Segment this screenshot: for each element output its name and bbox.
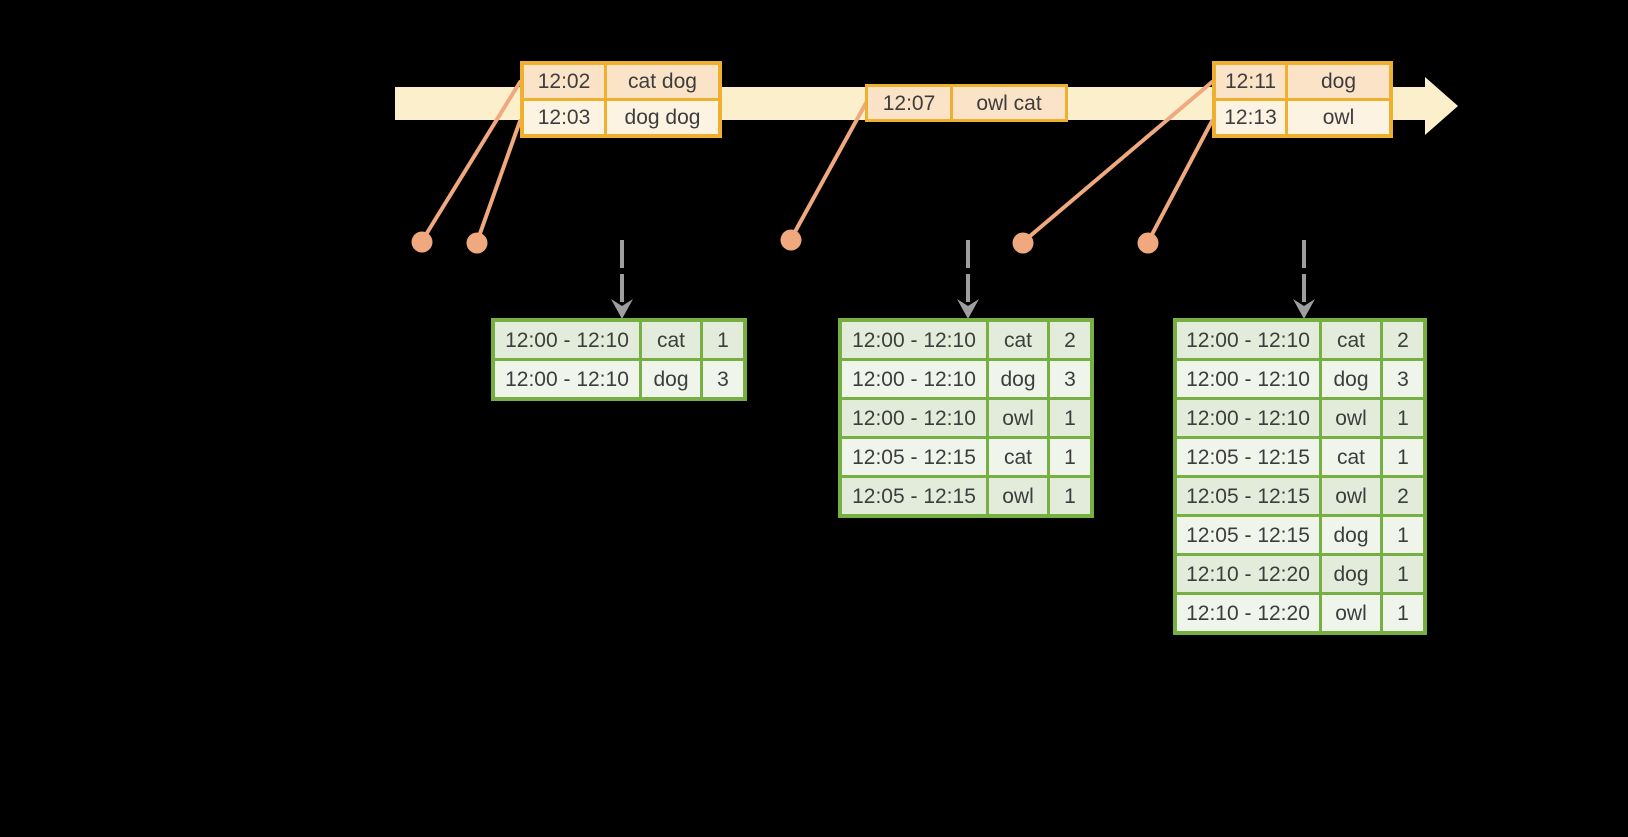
trigger-arrow bbox=[611, 240, 633, 319]
result-window-cell: 12:00 - 12:10 bbox=[1177, 400, 1319, 436]
result-window-cell: 12:00 - 12:10 bbox=[842, 361, 986, 397]
result-window-cell: 12:00 - 12:10 bbox=[495, 361, 639, 397]
result-count-cell: 2 bbox=[1383, 478, 1423, 514]
result-window-cell: 12:00 - 12:10 bbox=[1177, 361, 1319, 397]
result-count-cell: 1 bbox=[1383, 439, 1423, 475]
result-window-cell: 12:00 - 12:10 bbox=[842, 322, 986, 358]
result-word-cell: owl bbox=[1322, 400, 1380, 436]
result-window-cell: 12:00 - 12:10 bbox=[495, 322, 639, 358]
event-table-1: 12:02 cat dog 12:03 dog dog bbox=[520, 61, 722, 138]
event-words-cell: cat dog bbox=[607, 65, 718, 98]
result-table-2: 12:00 - 12:10 cat 2 12:00 - 12:10 dog 3 … bbox=[838, 318, 1094, 518]
result-count-cell: 1 bbox=[1383, 556, 1423, 592]
result-word-cell: dog bbox=[1322, 517, 1380, 553]
event-table-3: 12:11 dog 12:13 owl bbox=[1212, 61, 1393, 138]
result-word-cell: cat bbox=[989, 322, 1047, 358]
result-count-cell: 1 bbox=[1050, 439, 1090, 475]
result-window-cell: 12:05 - 12:15 bbox=[1177, 478, 1319, 514]
trigger-arrow bbox=[957, 240, 979, 319]
event-words-cell: owl bbox=[1288, 101, 1389, 134]
result-count-cell: 1 bbox=[1383, 595, 1423, 631]
connector-line bbox=[475, 119, 522, 244]
result-count-cell: 1 bbox=[1383, 400, 1423, 436]
connector-line bbox=[420, 80, 522, 243]
event-words-cell: dog dog bbox=[607, 101, 718, 134]
timeline-arrowhead-icon bbox=[1425, 77, 1458, 135]
result-count-cell: 2 bbox=[1050, 322, 1090, 358]
result-word-cell: dog bbox=[642, 361, 700, 397]
result-count-cell: 3 bbox=[1383, 361, 1423, 397]
result-word-cell: owl bbox=[989, 478, 1047, 514]
result-word-cell: owl bbox=[989, 400, 1047, 436]
trigger-arrow bbox=[1293, 240, 1315, 319]
event-time-cell: 12:03 bbox=[524, 101, 604, 134]
result-window-cell: 12:05 - 12:15 bbox=[842, 439, 986, 475]
result-count-cell: 3 bbox=[1050, 361, 1090, 397]
result-word-cell: owl bbox=[1322, 595, 1380, 631]
result-window-cell: 12:05 - 12:15 bbox=[1177, 439, 1319, 475]
result-count-cell: 1 bbox=[1050, 400, 1090, 436]
event-words-cell: dog bbox=[1288, 65, 1389, 98]
result-word-cell: cat bbox=[1322, 322, 1380, 358]
result-word-cell: dog bbox=[989, 361, 1047, 397]
result-count-cell: 1 bbox=[703, 322, 743, 358]
event-dot bbox=[1012, 232, 1034, 254]
result-window-cell: 12:10 - 12:20 bbox=[1177, 556, 1319, 592]
event-dot bbox=[411, 231, 433, 253]
arrow-down-icon bbox=[957, 299, 979, 319]
result-window-cell: 12:05 - 12:15 bbox=[842, 478, 986, 514]
result-word-cell: cat bbox=[642, 322, 700, 358]
event-time-cell: 12:13 bbox=[1216, 101, 1285, 134]
arrow-down-icon bbox=[611, 299, 633, 319]
result-window-cell: 12:05 - 12:15 bbox=[1177, 517, 1319, 553]
event-time-cell: 12:11 bbox=[1216, 65, 1285, 98]
event-time-cell: 12:07 bbox=[868, 87, 950, 119]
result-word-cell: cat bbox=[1322, 439, 1380, 475]
event-dot bbox=[780, 229, 802, 251]
result-count-cell: 1 bbox=[1050, 478, 1090, 514]
result-table-1: 12:00 - 12:10 cat 1 12:00 - 12:10 dog 3 bbox=[491, 318, 747, 401]
connector-line bbox=[1146, 119, 1214, 244]
result-window-cell: 12:00 - 12:10 bbox=[1177, 322, 1319, 358]
event-dot bbox=[1137, 232, 1159, 254]
event-dot bbox=[466, 232, 488, 254]
result-window-cell: 12:10 - 12:20 bbox=[1177, 595, 1319, 631]
arrow-down-icon bbox=[1293, 299, 1315, 319]
result-window-cell: 12:00 - 12:10 bbox=[842, 400, 986, 436]
result-table-3: 12:00 - 12:10 cat 2 12:00 - 12:10 dog 3 … bbox=[1173, 318, 1427, 635]
event-words-cell: owl cat bbox=[953, 87, 1065, 119]
result-word-cell: dog bbox=[1322, 361, 1380, 397]
result-count-cell: 3 bbox=[703, 361, 743, 397]
connector-line bbox=[1021, 80, 1214, 244]
event-table-2: 12:07 owl cat bbox=[865, 84, 1068, 122]
result-count-cell: 1 bbox=[1383, 517, 1423, 553]
result-word-cell: cat bbox=[989, 439, 1047, 475]
result-word-cell: dog bbox=[1322, 556, 1380, 592]
event-time-cell: 12:02 bbox=[524, 65, 604, 98]
connector-line bbox=[789, 101, 868, 241]
result-count-cell: 2 bbox=[1383, 322, 1423, 358]
result-word-cell: owl bbox=[1322, 478, 1380, 514]
